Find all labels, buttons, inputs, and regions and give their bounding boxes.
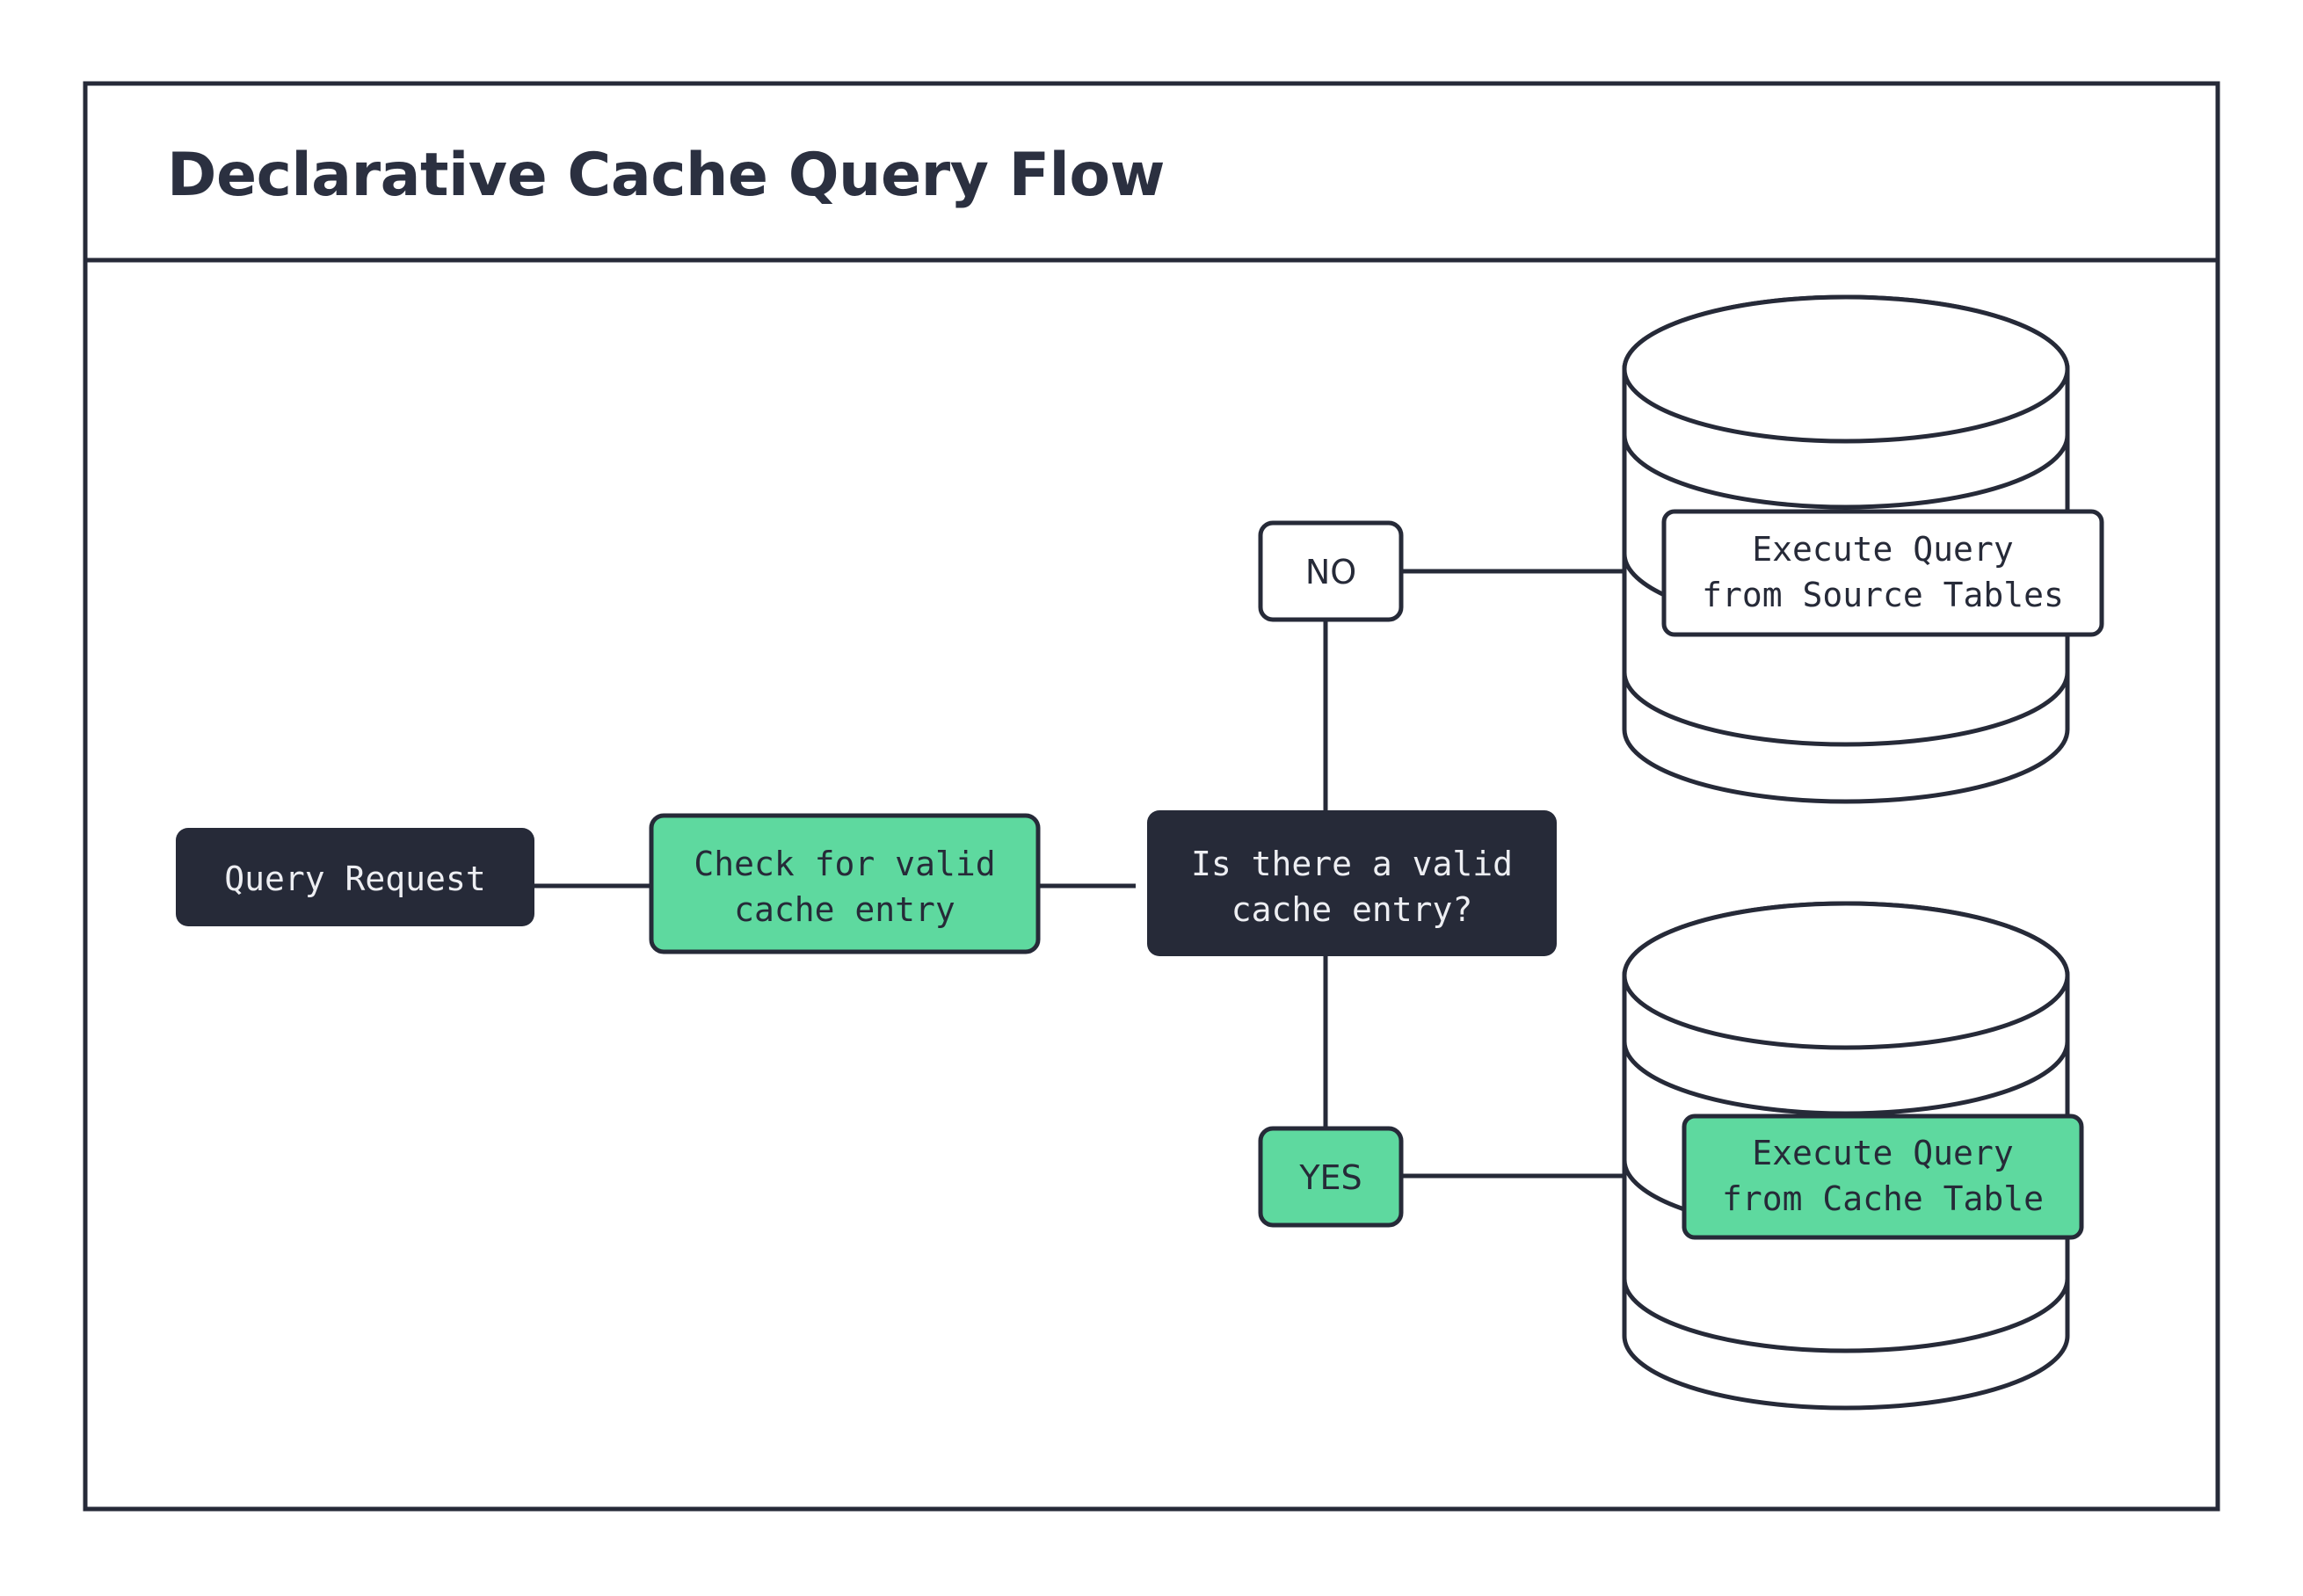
page-title: Declarative Cache Query Flow bbox=[167, 141, 1165, 210]
query-request-label: Query Request bbox=[224, 860, 485, 898]
decision-label-line-1: Is there a valid bbox=[1191, 845, 1513, 883]
source-tables-label-line-2: from Source Tables bbox=[1702, 576, 2064, 614]
cylinder-layer-ring-3 bbox=[1622, 1278, 2070, 1353]
cache-table-label-box[interactable] bbox=[1682, 1114, 2084, 1240]
cache-table-label-line-2: from Cache Table bbox=[1722, 1179, 2044, 1218]
cylinder-layer-ring-3 bbox=[1622, 671, 2070, 747]
decision-box[interactable] bbox=[1147, 810, 1557, 956]
check-cache-box[interactable] bbox=[649, 813, 1041, 954]
node-branch-yes[interactable]: YES bbox=[1258, 1126, 1404, 1228]
node-decision-valid-cache-entry[interactable]: Is there a valid cache entry? bbox=[1147, 810, 1557, 956]
decision-label-line-2: cache entry? bbox=[1231, 890, 1473, 929]
query-request-box[interactable] bbox=[176, 828, 534, 926]
cylinder-top-disk bbox=[1622, 294, 2070, 444]
cylinder-top-disk bbox=[1622, 901, 2070, 1050]
node-query-request[interactable]: Query Request bbox=[176, 828, 534, 926]
node-branch-no[interactable]: NO bbox=[1258, 520, 1404, 622]
cylinder-layer-ring-1 bbox=[1622, 434, 2070, 510]
branch-yes-label: YES bbox=[1298, 1158, 1362, 1197]
source-tables-database-cylinder[interactable]: Execute Query from Source Tables bbox=[1622, 294, 2104, 804]
cache-table-label-line-1: Execute Query bbox=[1752, 1134, 2013, 1172]
node-check-cache[interactable]: Check for valid cache entry bbox=[649, 813, 1041, 954]
branch-no-box[interactable] bbox=[1258, 520, 1404, 622]
source-tables-label-line-1: Execute Query bbox=[1752, 530, 2013, 569]
source-tables-label-box[interactable] bbox=[1661, 509, 2104, 637]
check-cache-label-line-2: cache entry bbox=[734, 890, 955, 929]
check-cache-label-line-1: Check for valid bbox=[694, 845, 995, 883]
branch-yes-box[interactable] bbox=[1258, 1126, 1404, 1228]
branch-no-label: NO bbox=[1305, 553, 1356, 591]
cache-table-database-cylinder[interactable]: Execute Query from Cache Table bbox=[1622, 901, 2084, 1411]
cylinder-layer-ring-1 bbox=[1622, 1041, 2070, 1116]
